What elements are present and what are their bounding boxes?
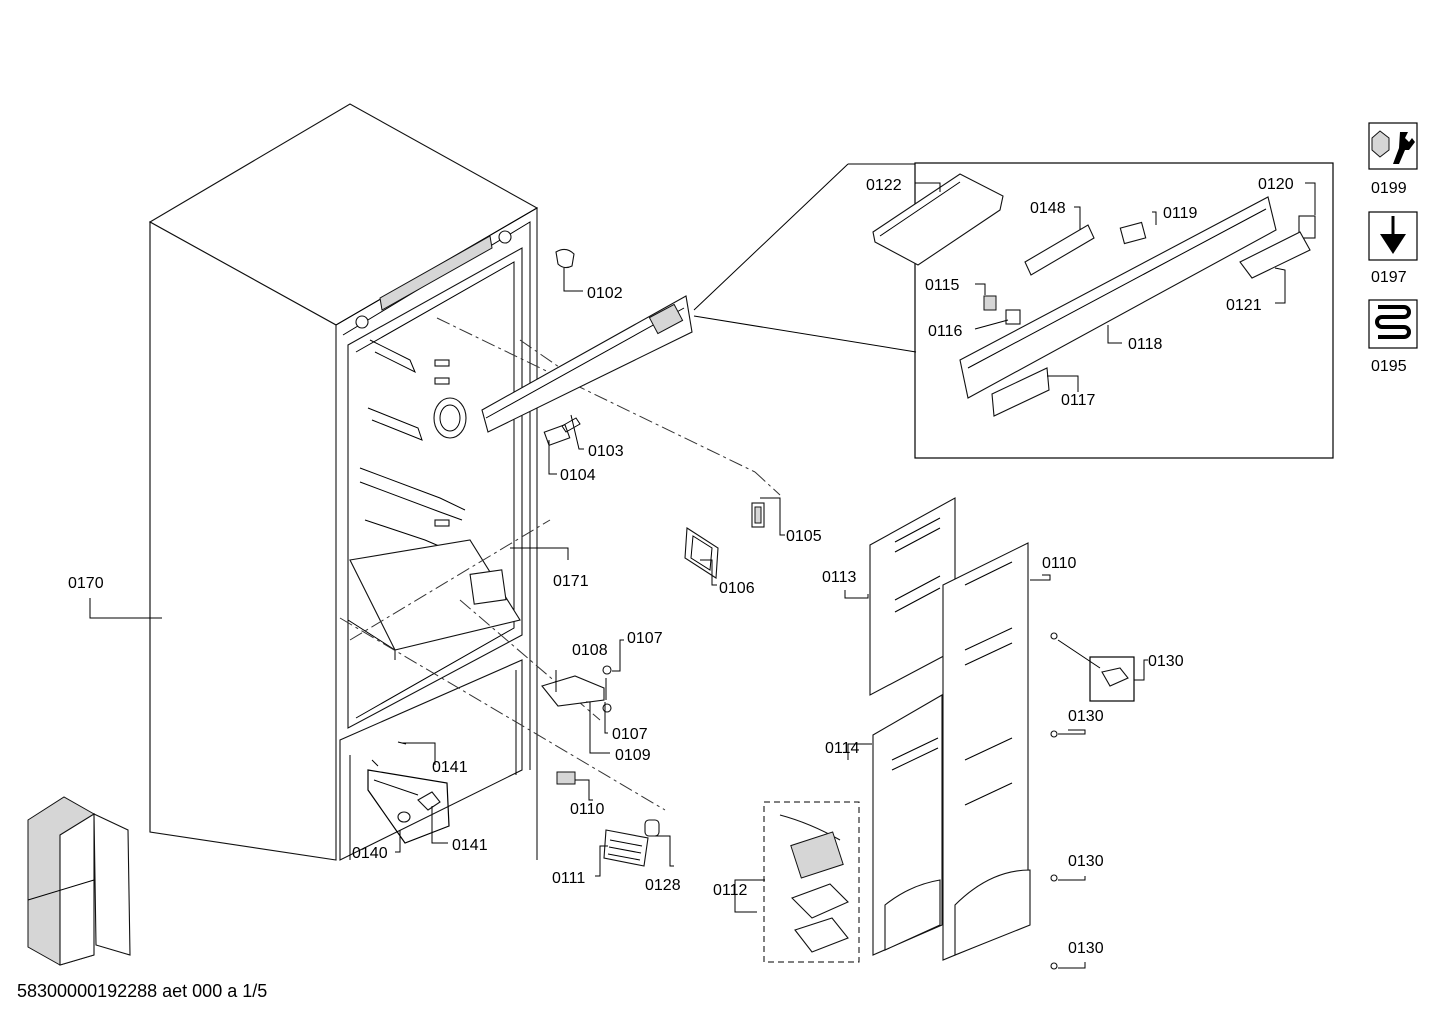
callout-0128: 0128 bbox=[645, 877, 681, 894]
callout-0111: 0111 bbox=[552, 870, 585, 887]
part-0130-screws bbox=[1050, 632, 1135, 970]
callout-0120: 0120 bbox=[1258, 176, 1294, 193]
cabinet-body bbox=[148, 103, 539, 861]
part-0108-hinge-bracket bbox=[541, 675, 607, 707]
fridge-thumbnail bbox=[27, 796, 131, 966]
callout-0109: 0109 bbox=[615, 747, 651, 764]
detail-inset bbox=[693, 162, 1334, 459]
callout-0171: 0171 bbox=[553, 573, 589, 590]
callout-0130-b: 0130 bbox=[1068, 708, 1104, 725]
callout-0140: 0140 bbox=[352, 845, 388, 862]
part-0110-plug bbox=[556, 771, 576, 785]
callout-0112: 0112 bbox=[713, 882, 748, 899]
callout-0141-lower: 0141 bbox=[452, 837, 488, 854]
callout-0119: 0119 bbox=[1163, 205, 1198, 222]
callout-0110-liner: 0110 bbox=[1042, 555, 1077, 572]
callout-0121: 0121 bbox=[1226, 297, 1262, 314]
callout-0115: 0115 bbox=[925, 277, 960, 294]
callout-0106: 0106 bbox=[719, 580, 755, 597]
part-0120-0121-end-caps bbox=[1239, 215, 1316, 279]
callout-0148: 0148 bbox=[1030, 200, 1066, 217]
part-0128-cap bbox=[644, 819, 660, 837]
part-0105-lens bbox=[751, 502, 765, 528]
part-0140-0141-foot-set bbox=[367, 741, 450, 844]
part-0114-lower-door-liner bbox=[872, 694, 943, 956]
callout-0107-upper: 0107 bbox=[627, 630, 663, 647]
wrench-nut-icon bbox=[1371, 130, 1415, 164]
callout-0104: 0104 bbox=[560, 467, 596, 484]
callout-0116: 0116 bbox=[928, 323, 963, 340]
callout-0114: 0114 bbox=[825, 740, 860, 757]
part-0118-rail-detail bbox=[959, 196, 1277, 399]
callout-0118: 0118 bbox=[1128, 336, 1163, 353]
part-0112-light-assembly bbox=[763, 801, 860, 963]
leader-lines bbox=[89, 182, 1316, 969]
part-0111-vent-grille bbox=[603, 829, 649, 867]
callout-0105: 0105 bbox=[786, 528, 822, 545]
legend-label-0195: 0195 bbox=[1371, 358, 1407, 375]
part-0106-cover bbox=[684, 527, 719, 579]
part-0110-door-liner bbox=[942, 542, 1031, 961]
callout-0130-a: 0130 bbox=[1148, 653, 1184, 670]
document-code: 58300000192288 aet 000 a 1/5 bbox=[17, 981, 268, 1001]
callout-0107-lower: 0107 bbox=[612, 726, 648, 743]
part-0113-upper-door-liner bbox=[869, 497, 956, 696]
part-0104-switch bbox=[543, 423, 571, 447]
heating-coil-icon bbox=[1375, 305, 1411, 339]
callout-0141-upper: 0141 bbox=[432, 759, 468, 776]
part-0118-bracket-rail bbox=[481, 295, 693, 433]
legend-icons bbox=[1368, 122, 1418, 349]
callout-0102: 0102 bbox=[587, 285, 623, 302]
callout-0110-plug: 0110 bbox=[570, 801, 605, 818]
callout-0117: 0117 bbox=[1061, 392, 1096, 409]
part-0117-strip bbox=[991, 367, 1050, 417]
callout-0113: 0113 bbox=[822, 569, 857, 586]
callout-0130-d: 0130 bbox=[1068, 940, 1104, 957]
callout-0170: 0170 bbox=[68, 575, 104, 592]
callout-0130-c: 0130 bbox=[1068, 853, 1104, 870]
part-0102-clip bbox=[555, 248, 575, 269]
part-0103-contact bbox=[561, 417, 581, 433]
part-0148-board bbox=[1024, 224, 1095, 276]
callout-0122: 0122 bbox=[866, 177, 902, 194]
callout-0108: 0108 bbox=[572, 642, 608, 659]
callout-0103: 0103 bbox=[588, 443, 624, 460]
callout-labels: 0102 0103 0104 0105 0106 0108 0107 0107 … bbox=[68, 176, 1407, 957]
screwdriver-icon bbox=[1380, 216, 1406, 254]
part-0115-0116-lamp-holder bbox=[983, 295, 1021, 325]
legend-label-0197: 0197 bbox=[1371, 269, 1407, 286]
part-0122-control-module bbox=[872, 173, 1004, 266]
legend-label-0199: 0199 bbox=[1371, 180, 1407, 197]
part-0119-switch bbox=[1119, 221, 1147, 245]
